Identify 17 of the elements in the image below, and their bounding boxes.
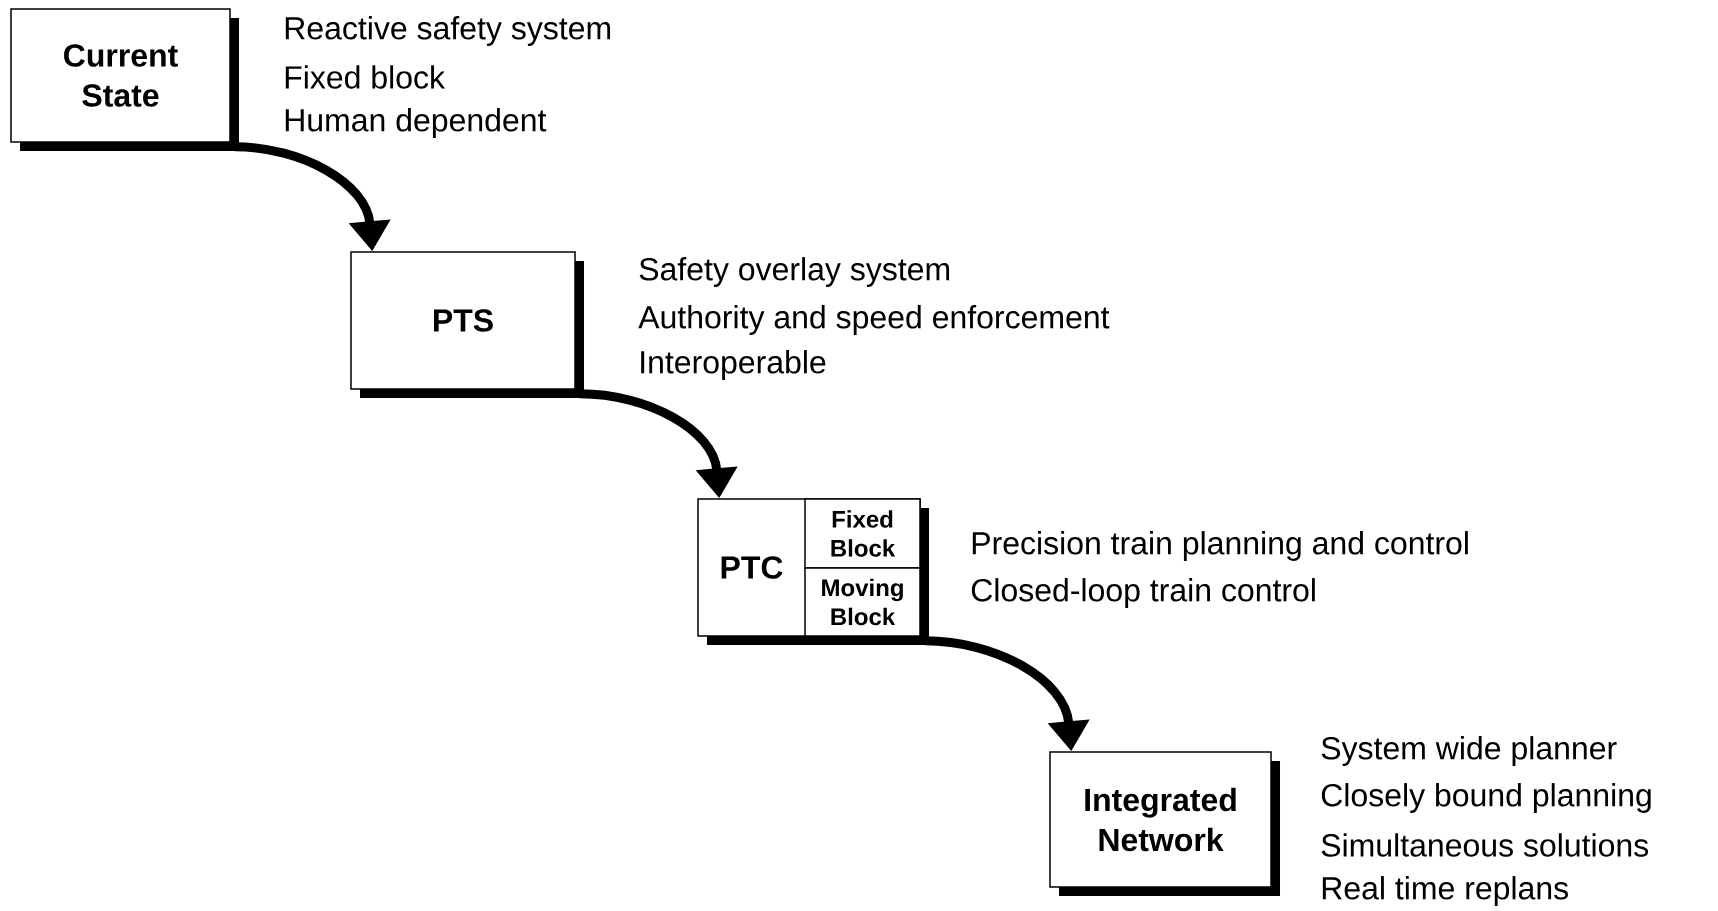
- stage-box: Current State: [10, 8, 231, 143]
- description-text: Authority and speed enforcement: [638, 305, 1110, 335]
- description-text: Closely bound planning: [1321, 783, 1651, 813]
- description-text: Real time replans: [1322, 876, 1568, 906]
- block-box: Moving Block: [804, 567, 921, 637]
- description-text: Safety overlay system: [639, 257, 950, 287]
- stage-box: Integrated Network: [1049, 751, 1272, 888]
- description-text: Fixed block: [285, 65, 446, 89]
- description-text: Reactive safety system: [285, 16, 611, 46]
- block-box: Fixed Block: [804, 498, 921, 569]
- stage-box: PTS: [350, 251, 576, 390]
- description-text: Human dependent: [285, 108, 547, 138]
- description-text: Precision train planning and control: [972, 531, 1468, 561]
- description-text: System wide planner: [1321, 736, 1617, 766]
- description-text: Interoperable: [641, 350, 826, 380]
- description-text: Closed-loop train control: [971, 578, 1315, 608]
- description-text: Simultaneous solutions: [1321, 833, 1649, 857]
